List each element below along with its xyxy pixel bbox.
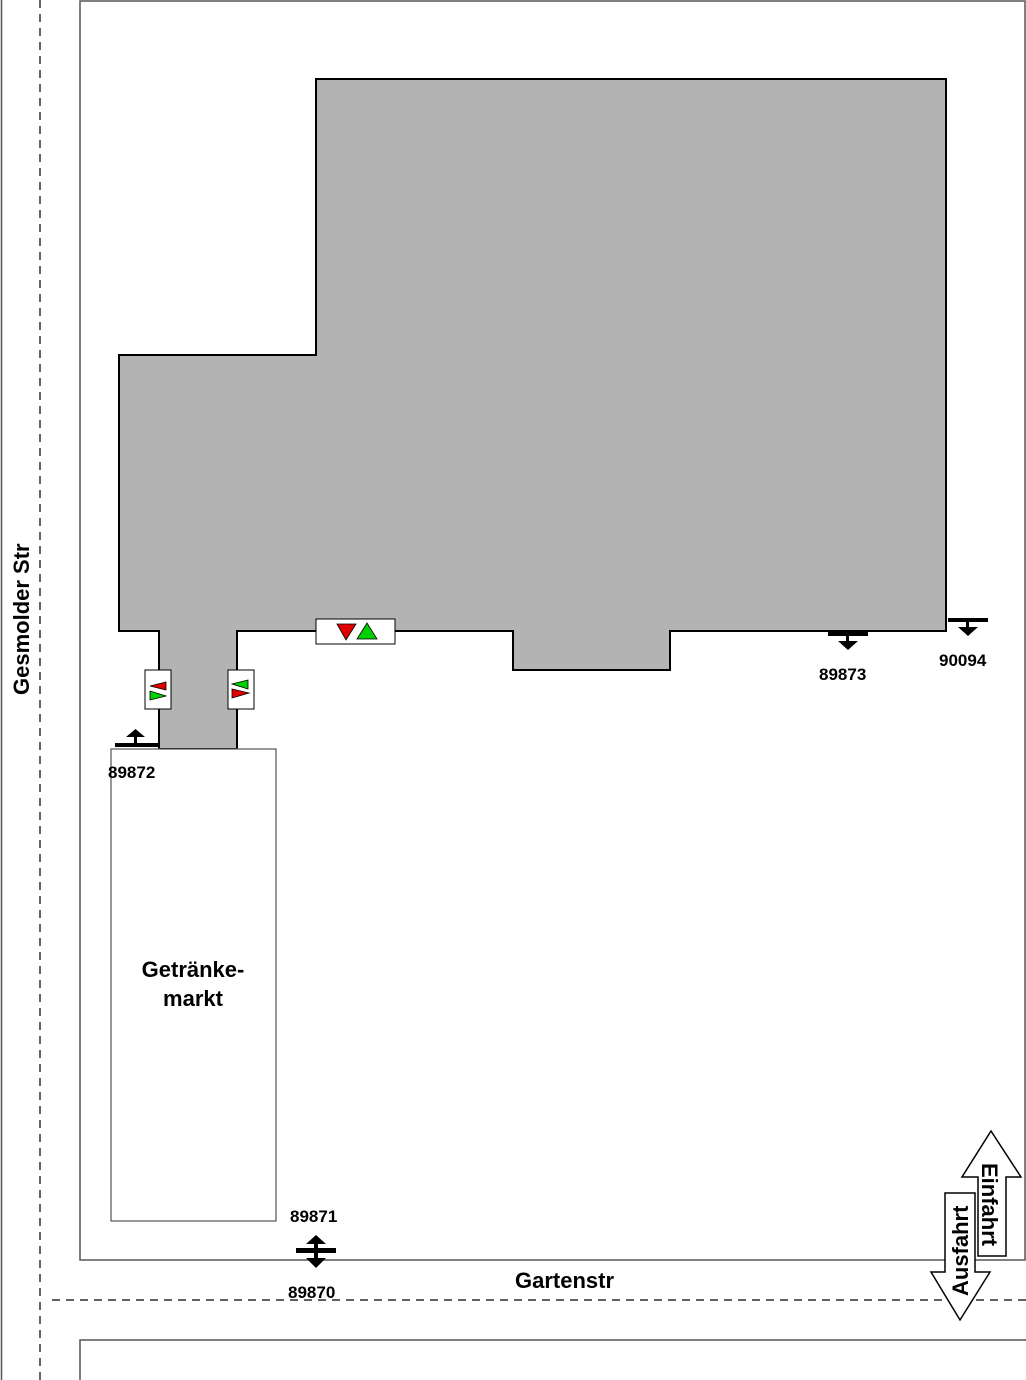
arrow-up-icon xyxy=(126,729,145,737)
marker-89873[interactable]: 89873 xyxy=(819,632,868,684)
svg-text:89871: 89871 xyxy=(290,1207,337,1226)
ausfahrt-arrow[interactable]: Ausfahrt xyxy=(929,1192,992,1322)
svg-text:Ausfahrt: Ausfahrt xyxy=(948,1205,973,1296)
einfahrt-arrow[interactable]: Einfahrt xyxy=(960,1129,1023,1257)
property-boundary xyxy=(79,0,1026,1261)
door-sign-left[interactable] xyxy=(144,669,172,710)
marker-89872[interactable]: 89872 xyxy=(108,729,159,782)
exit-triangle-icon xyxy=(231,688,251,699)
entry-triangle-icon xyxy=(149,690,168,701)
opposite-property-boundary xyxy=(79,1339,1026,1380)
door-sign-top[interactable] xyxy=(315,618,396,645)
svg-text:90094: 90094 xyxy=(939,651,987,670)
getraenkemarkt-label-1: Getränke- xyxy=(142,957,245,982)
door-sign-right[interactable] xyxy=(227,669,255,710)
arrow-down-icon xyxy=(958,627,978,636)
entry-triangle-icon xyxy=(230,679,249,690)
street-label-gesmolder: Gesmolder Str xyxy=(9,543,34,695)
arrow-up-icon xyxy=(306,1235,326,1244)
main-building[interactable] xyxy=(118,78,947,750)
arrow-down-icon xyxy=(306,1258,326,1268)
svg-text:89870: 89870 xyxy=(288,1283,335,1302)
svg-text:Einfahrt: Einfahrt xyxy=(977,1163,1002,1247)
svg-text:89873: 89873 xyxy=(819,665,866,684)
svg-text:89872: 89872 xyxy=(108,763,155,782)
exit-triangle-icon xyxy=(336,623,357,641)
entry-triangle-icon xyxy=(356,622,378,640)
getraenkemarkt-building[interactable] xyxy=(110,748,277,1222)
marker-90094[interactable]: 90094 xyxy=(939,618,988,670)
exit-triangle-icon xyxy=(149,681,167,691)
street-label-gartenstr: Gartenstr xyxy=(515,1268,614,1293)
getraenkemarkt-label-2: markt xyxy=(163,986,224,1011)
arrow-down-icon xyxy=(838,641,858,650)
marker-89871-89870[interactable]: 89871 89870 xyxy=(288,1207,337,1302)
